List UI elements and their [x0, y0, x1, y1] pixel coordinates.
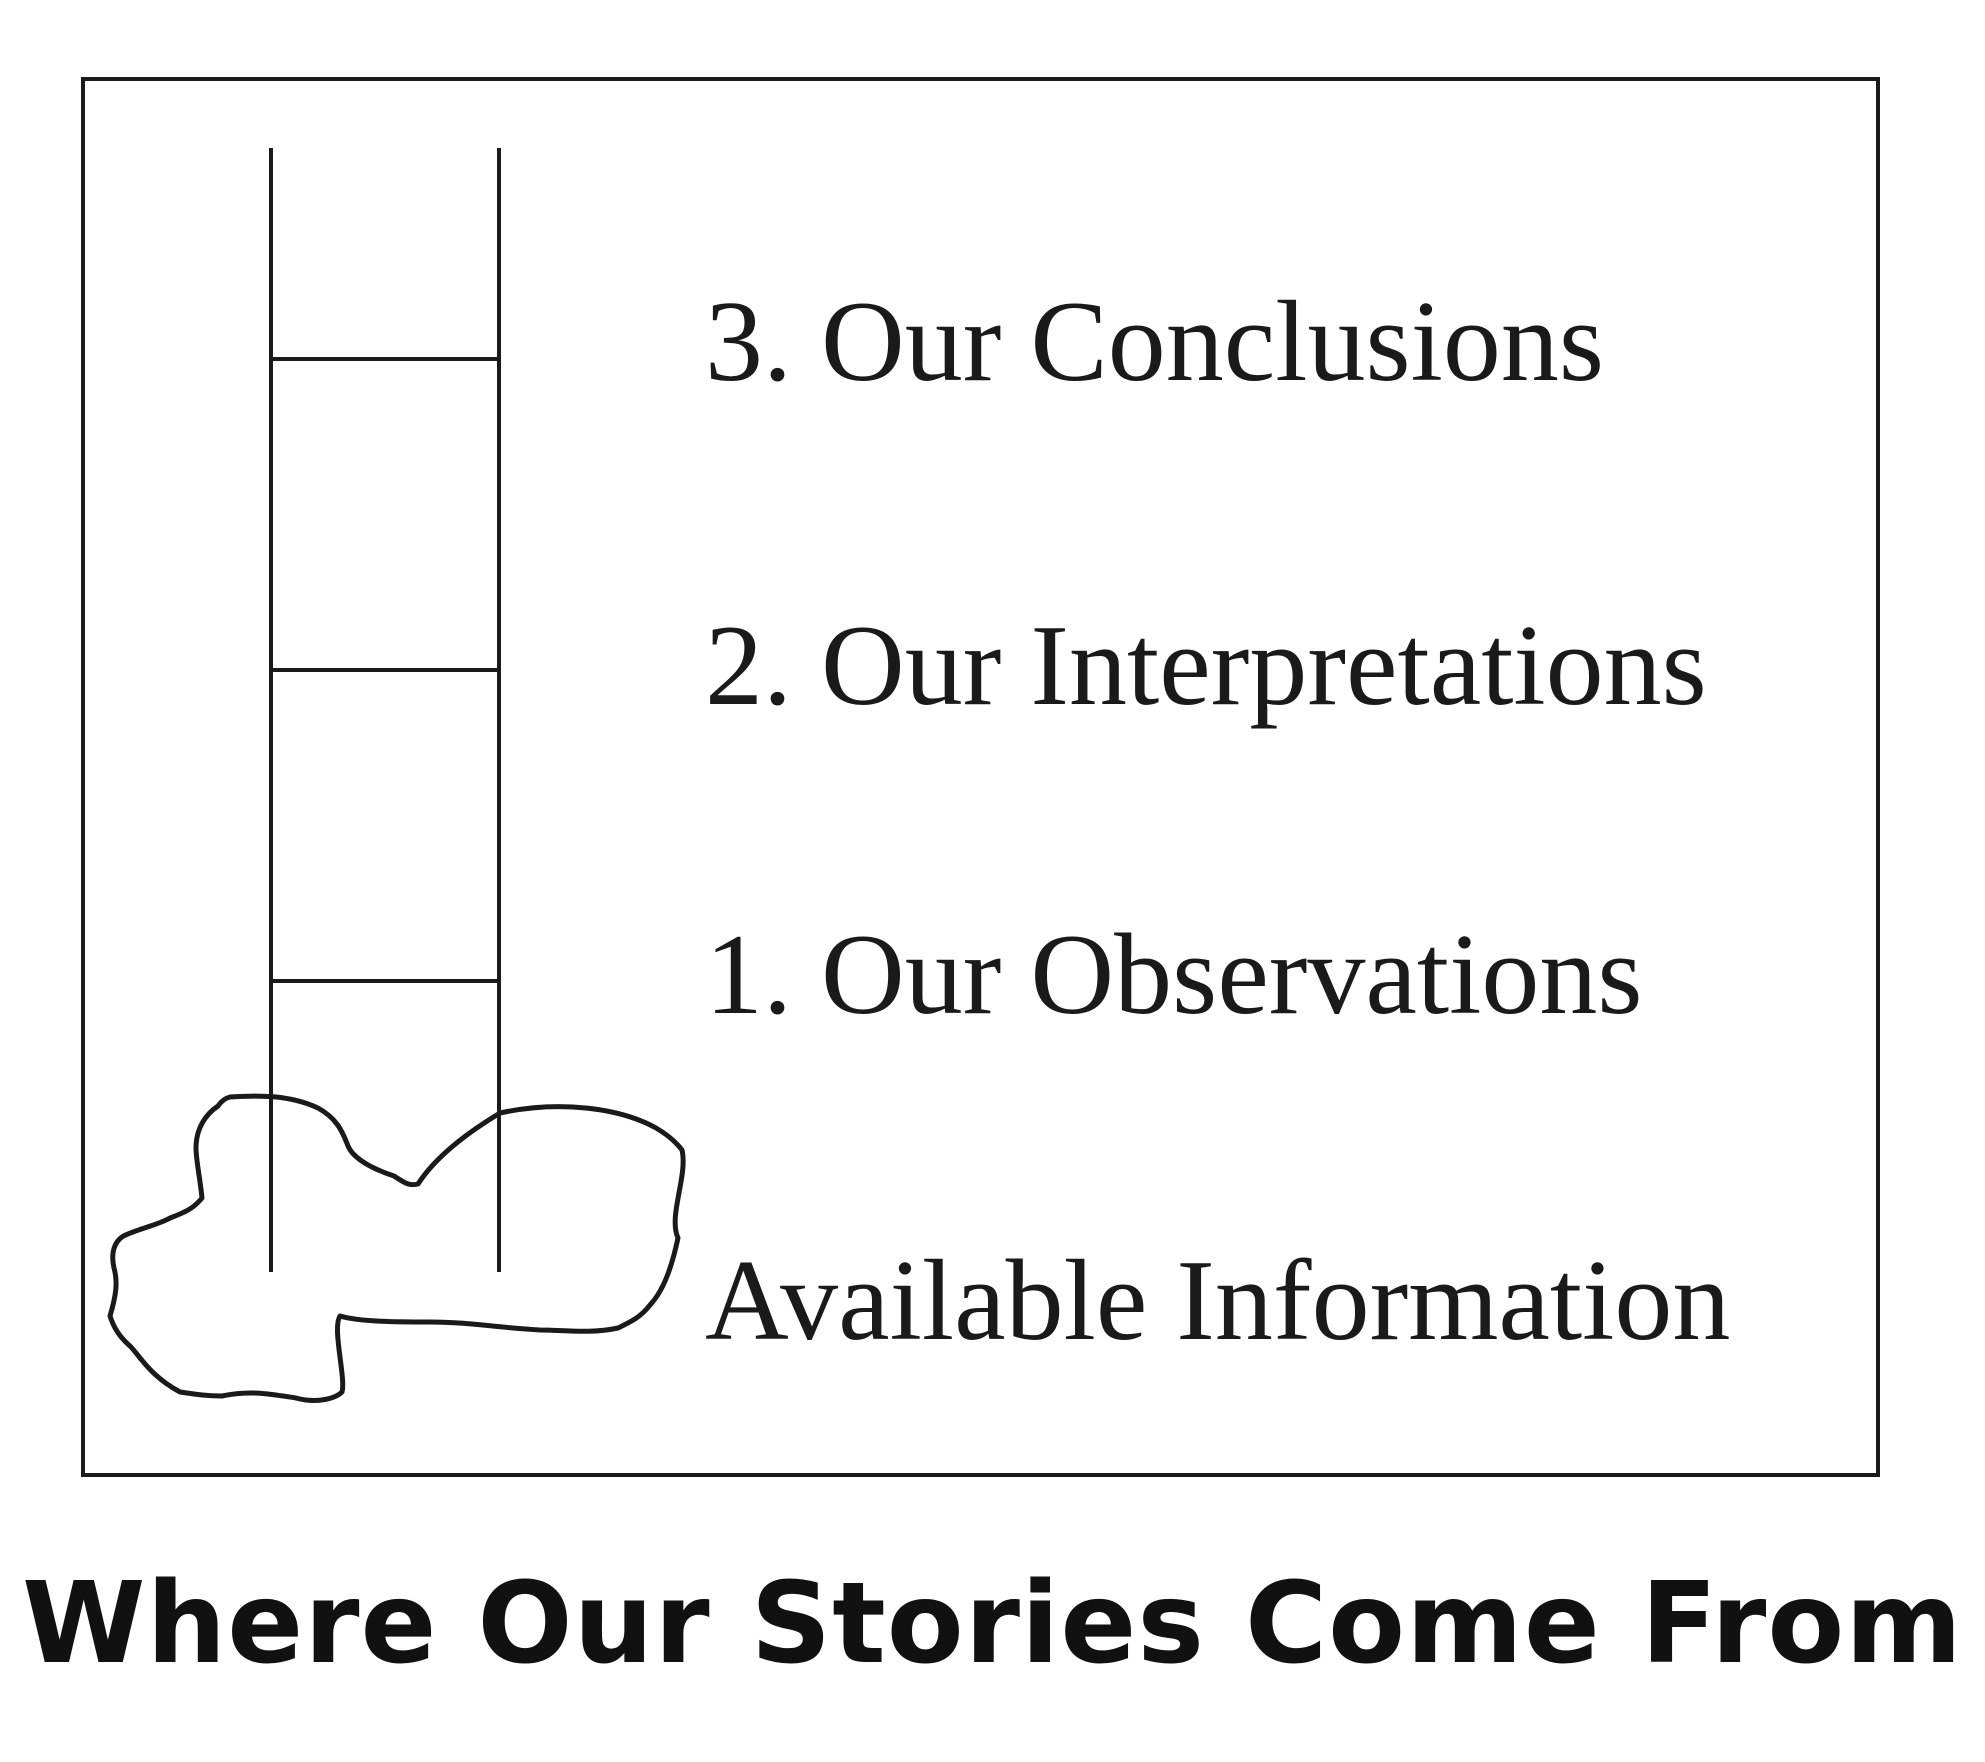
information-pool-icon	[107, 1093, 686, 1403]
label-interpretations: 2. Our Interpretations	[705, 602, 1707, 730]
diagram-caption: Where Our Stories Come From	[21, 1559, 1963, 1689]
ladder-icon	[269, 148, 501, 1272]
diagram-frame	[81, 77, 1880, 1477]
label-available-information: Available Information	[705, 1237, 1731, 1365]
label-conclusions: 3. Our Conclusions	[705, 278, 1604, 406]
label-observations: 1. Our Observations	[705, 911, 1643, 1039]
